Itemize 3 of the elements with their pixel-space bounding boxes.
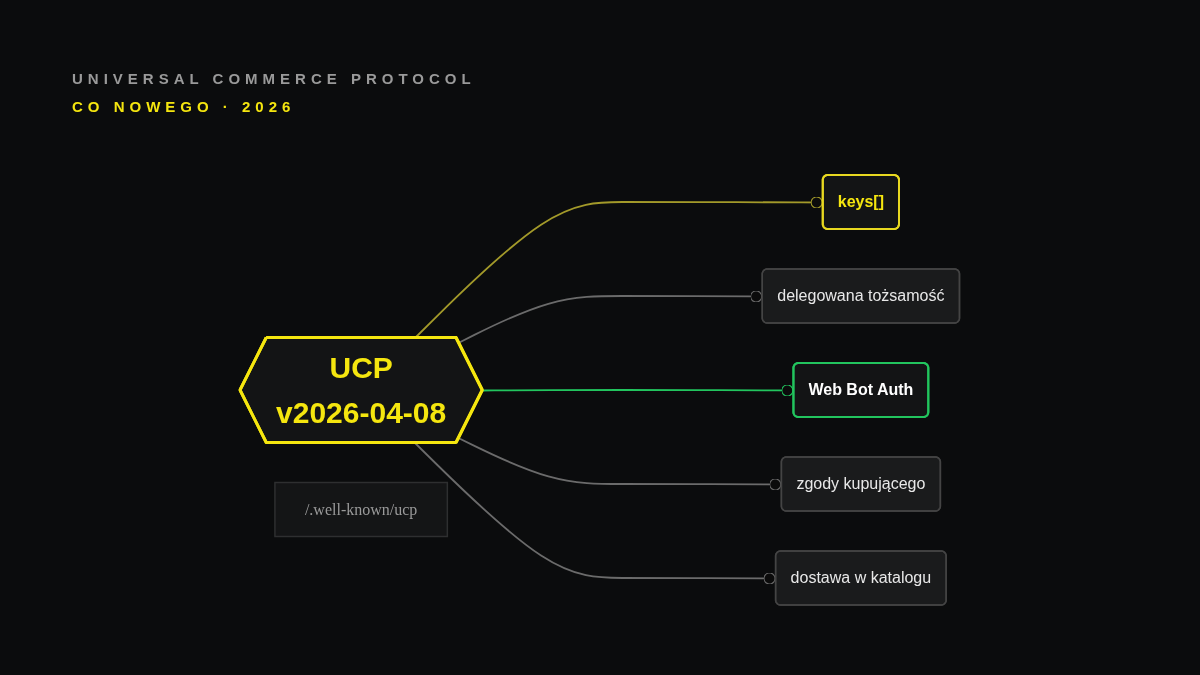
title: UNIVERSAL COMMERCE PROTOCOL: [72, 70, 476, 87]
subtitle: CO NOWEGO · 2026: [72, 98, 296, 115]
node-box: /.well-known/ucp: [274, 481, 449, 538]
